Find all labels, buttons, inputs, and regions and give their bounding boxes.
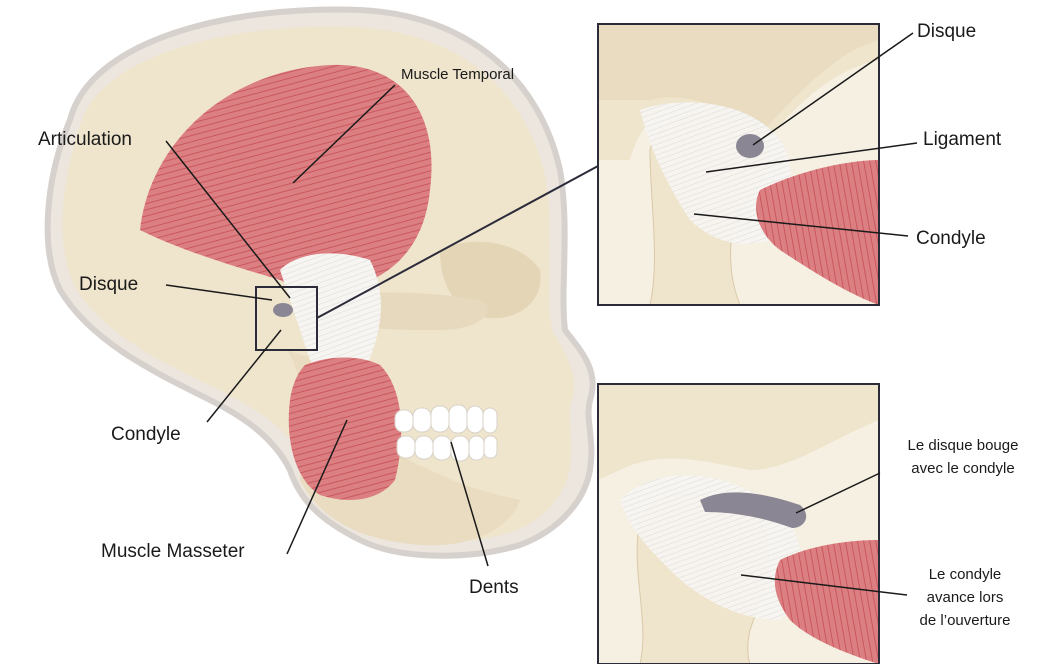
label-condyle-avance-line3: de l’ouverture	[895, 609, 1035, 632]
label-condyle-avance: Le condyle avance lors de l’ouverture	[895, 563, 1035, 632]
bottom-joint-panel	[598, 384, 879, 664]
label-disque-left: Disque	[79, 274, 138, 296]
label-muscle-temporal: Muscle Temporal	[401, 66, 514, 83]
label-disque-top: Disque	[917, 21, 976, 43]
label-condyle-avance-line1: Le condyle	[895, 563, 1035, 586]
label-condyle-left: Condyle	[111, 424, 181, 446]
label-disque-bouge-line2: avec le condyle	[888, 457, 1038, 480]
label-ligament: Ligament	[923, 129, 1001, 151]
label-condyle-top: Condyle	[916, 228, 986, 250]
label-muscle-masseter: Muscle Masseter	[101, 541, 245, 563]
label-articulation: Articulation	[38, 129, 132, 151]
label-disque-bouge-line1: Le disque bouge	[888, 434, 1038, 457]
label-disque-bouge: Le disque bouge avec le condyle	[888, 434, 1038, 480]
top-joint-panel	[598, 24, 879, 305]
label-dents: Dents	[469, 577, 519, 599]
label-condyle-avance-line2: avance lors	[895, 586, 1035, 609]
